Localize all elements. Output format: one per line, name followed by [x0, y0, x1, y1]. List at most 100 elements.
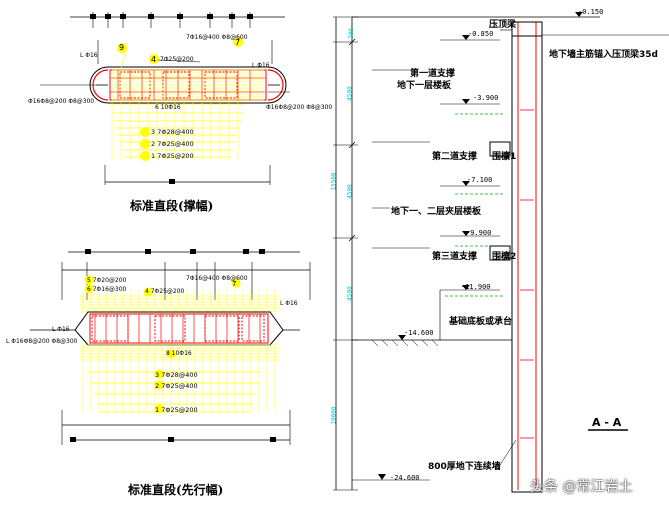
caption-bottom: 标准直段(先行幅)	[128, 483, 224, 497]
dim-tick	[85, 249, 91, 254]
balloon	[154, 404, 164, 414]
leader	[499, 439, 517, 466]
purlin-1	[489, 141, 511, 157]
cage-bottom	[89, 313, 269, 344]
elev-marker-bottom	[398, 335, 406, 340]
elev-marker	[462, 99, 470, 104]
label-b-bar-2: 2 7Φ25@400	[155, 382, 198, 390]
leader	[157, 59, 201, 63]
elev-e4: -9.900	[466, 229, 492, 237]
label-b-l16-right: L Φ16	[280, 300, 298, 307]
crown-beam	[511, 21, 543, 37]
label-b-bar-3: 3 7Φ28@400	[155, 371, 198, 379]
elev-e2: -3.900	[473, 94, 499, 102]
label-anchor-note: 地下墙主筋锚入压顶梁35d	[549, 50, 658, 60]
label-strut-2: 第二道支撑	[432, 152, 478, 162]
watermark: 头条 @常江岩土	[530, 479, 633, 495]
elev-e6: -14.600	[404, 329, 434, 337]
label-bar-3: 3 7Φ28@400	[151, 128, 194, 136]
balloon	[233, 37, 243, 47]
dim-d2: 4500	[346, 86, 354, 101]
caption-top: 标准直段(撑幅)	[130, 199, 214, 213]
label-l16-left: L Φ16	[80, 52, 98, 59]
dim-tick	[145, 249, 151, 254]
elev-bottom: -24.600	[390, 474, 420, 482]
label-b-bar-4: 4 7Φ25@200	[145, 288, 185, 295]
label-b-side-left: L Φ16Φ8@200 Φ8@300	[6, 338, 78, 345]
hatch	[371, 339, 379, 347]
label-b-bar-1: 1 7Φ25@200	[155, 406, 198, 414]
balloon	[140, 127, 150, 137]
label-strut-1: 第一道支撑	[410, 69, 456, 79]
label-b-bar-8: 8 10Φ16	[166, 350, 192, 357]
label-bar-6: 6 10Φ16	[155, 104, 181, 111]
elev-e1: -0.850	[468, 30, 494, 38]
dim-tick	[190, 249, 196, 254]
label-bar-1: 1 7Φ25@200	[151, 152, 194, 160]
elev-e5: -11.900	[461, 283, 491, 291]
balloon	[154, 369, 164, 379]
dim-slash	[348, 234, 356, 242]
dim-tick	[169, 179, 175, 184]
label-base-slab: 基础底板或承台	[449, 317, 513, 327]
hatch	[411, 339, 419, 347]
balloon	[117, 43, 127, 53]
dim-d1: 700	[347, 28, 355, 39]
tie-box	[241, 315, 265, 342]
balloon	[154, 380, 164, 390]
panel-outline-top	[89, 66, 287, 104]
balloon-9: 9	[119, 43, 125, 52]
elev-marker	[462, 231, 470, 236]
dim-tick	[270, 437, 276, 442]
dim-d3: 4500	[346, 184, 354, 199]
label-bar-4: 7Φ25@200	[160, 56, 194, 63]
hatch	[381, 339, 389, 347]
label-side-right: Φ16Φ8@200 Φ8@300	[266, 104, 333, 111]
balloon-4: 4	[151, 55, 157, 64]
elev-marker-top	[575, 12, 583, 17]
label-b-mark-7: 7	[232, 280, 237, 288]
label-purlin-1: 围檩1	[492, 152, 517, 162]
label-wall: 800厚地下连续墙	[428, 462, 501, 472]
balloon	[166, 349, 176, 359]
dim-tick	[168, 437, 174, 442]
label-b-bar-7: 7Φ16@400 Φ8@600	[186, 275, 248, 282]
balloon	[231, 278, 241, 288]
purlin-2	[489, 245, 511, 261]
tie-box	[154, 315, 186, 342]
elev-marker-toe	[378, 474, 386, 480]
label-floor-b2: 地下一、二层夹层楼板	[391, 207, 482, 217]
label-l16-right: L Φ16	[252, 62, 270, 69]
label-b-l16-left: L Φ16	[52, 326, 70, 333]
elev-top: -0.150	[578, 8, 604, 16]
label-floor-b1: 地下一层楼板	[397, 81, 452, 91]
elev-marker	[462, 35, 470, 40]
tie-box	[204, 315, 240, 342]
balloon	[84, 275, 94, 285]
dim-slash	[348, 141, 356, 149]
diaphragm-wall	[511, 21, 543, 493]
dim-tick	[243, 249, 249, 254]
label-section-title: A - A	[592, 416, 622, 429]
dim-total: 15500	[330, 172, 338, 191]
balloon	[84, 284, 94, 294]
balloon	[149, 54, 159, 64]
dim-tick	[70, 437, 76, 442]
elev-marker	[462, 181, 470, 186]
elev-e3: -7.100	[467, 176, 493, 184]
hatch	[391, 339, 399, 347]
leader	[119, 49, 127, 73]
label-bar-7: 7Φ16@400 Φ8@600	[186, 34, 248, 41]
hatch	[401, 339, 409, 347]
hatch	[431, 339, 439, 347]
elev-marker	[462, 285, 470, 290]
label-b-bar-5: 5 7Φ20@200	[87, 277, 127, 284]
label-crown-beam: 压顶梁	[489, 20, 517, 30]
hatch	[421, 339, 429, 347]
tie-box	[91, 315, 129, 342]
dim-lower: 10000	[330, 406, 338, 425]
dim-slash	[348, 38, 356, 46]
balloon	[143, 287, 153, 297]
label-bar-2: 2 7Φ25@400	[151, 140, 194, 148]
